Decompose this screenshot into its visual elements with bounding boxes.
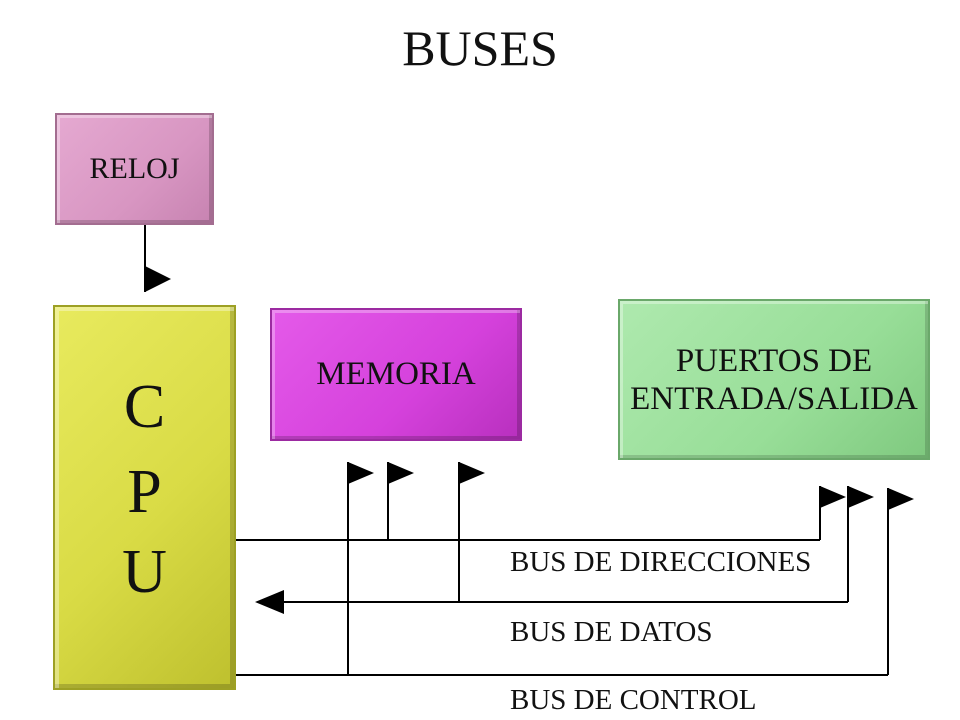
puertos-label-line1: PUERTOS DE xyxy=(675,342,873,379)
cpu-block: C P U xyxy=(53,305,236,690)
reloj-arrowhead xyxy=(145,266,171,292)
address-io-arrowhead xyxy=(820,486,846,508)
puertos-label: PUERTOS DE ENTRADA/SALIDA xyxy=(630,342,918,418)
cpu-letter-c: C xyxy=(123,373,166,441)
reloj-block: RELOJ xyxy=(55,113,214,225)
address-memory-arrowhead xyxy=(388,462,414,484)
bus-control-label: BUS DE CONTROL xyxy=(510,684,757,716)
data-memory-arrowhead xyxy=(459,462,485,484)
puertos-block: PUERTOS DE ENTRADA/SALIDA xyxy=(618,299,930,460)
bus-datos-label: BUS DE DATOS xyxy=(510,616,713,648)
data-bus-cpu-arrowhead xyxy=(255,590,284,614)
bus-direcciones-label: BUS DE DIRECCIONES xyxy=(510,546,812,578)
reloj-label: RELOJ xyxy=(89,152,180,185)
control-memory-arrowhead xyxy=(348,462,374,484)
control-io-arrowhead xyxy=(888,488,914,510)
data-io-arrowhead xyxy=(848,486,874,508)
puertos-label-line2: ENTRADA/SALIDA xyxy=(630,380,918,417)
cpu-letter-p: P xyxy=(127,458,162,526)
memoria-label: MEMORIA xyxy=(316,356,476,392)
cpu-letter-u: U xyxy=(122,538,167,606)
memoria-block: MEMORIA xyxy=(270,308,522,441)
diagram-title: BUSES xyxy=(402,20,558,76)
